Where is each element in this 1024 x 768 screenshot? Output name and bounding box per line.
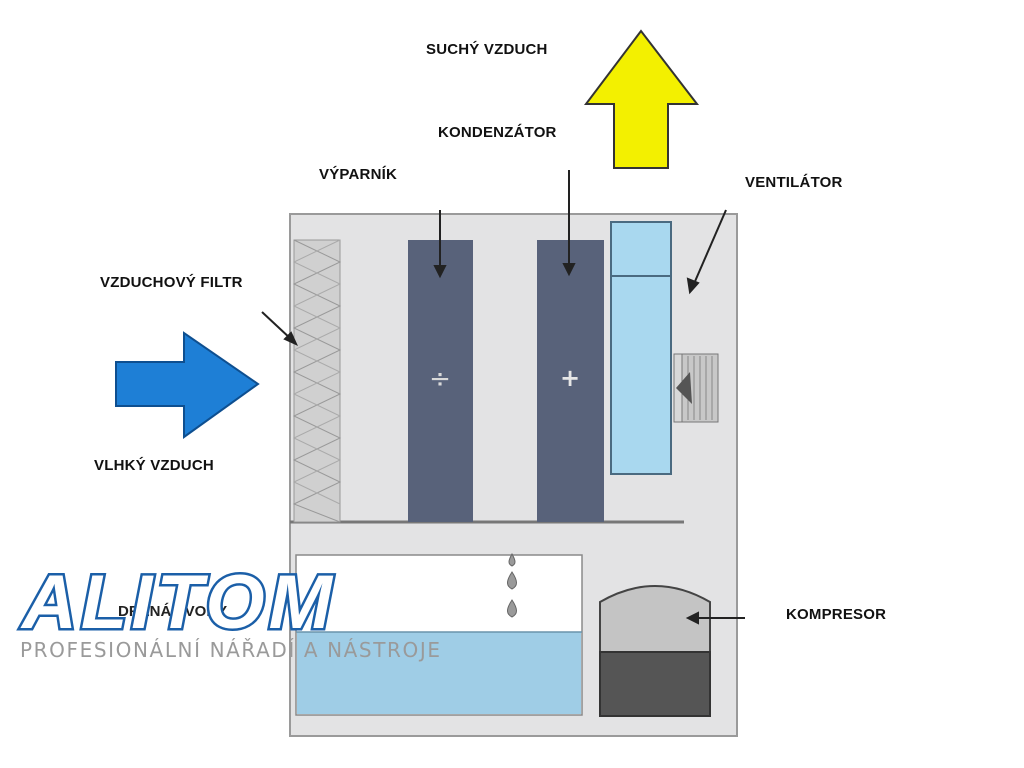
- droplet-icon: [507, 552, 517, 618]
- evaporator-sign: ÷: [429, 364, 451, 394]
- evaporator-coil: [408, 240, 473, 522]
- compressor-label: KOMPRESOR: [786, 606, 887, 623]
- alitom-logo: ALITOM: [18, 558, 336, 648]
- logo-name: ALITOM: [20, 560, 336, 645]
- up-arrow-icon: [583, 29, 700, 169]
- condenser-coil: [537, 240, 604, 522]
- logo-tagline: PROFESIONÁLNÍ NÁŘADÍ A NÁSTROJE: [20, 638, 442, 662]
- fan-label: VENTILÁTOR: [745, 174, 843, 191]
- air-filter: [292, 239, 342, 523]
- condenser-label: KONDENZÁTOR: [438, 124, 557, 141]
- evaporator-label: VÝPARNÍK: [319, 166, 397, 183]
- dry-air-label: SUCHÝ VZDUCH: [426, 41, 548, 58]
- right-arrow-icon: [115, 331, 260, 439]
- condenser-sign: +: [560, 364, 580, 392]
- fan-unit: [610, 221, 719, 475]
- air-filter-label: VZDUCHOVÝ FILTR: [100, 274, 243, 291]
- water-tank: [295, 554, 583, 716]
- leader-lines: [261, 170, 745, 625]
- water-level: [297, 632, 581, 714]
- humid-air-label: VLHKÝ VZDUCH: [94, 457, 214, 474]
- compressor: [599, 585, 711, 717]
- water-tank-label: DRENÁŽ VODY: [118, 602, 227, 620]
